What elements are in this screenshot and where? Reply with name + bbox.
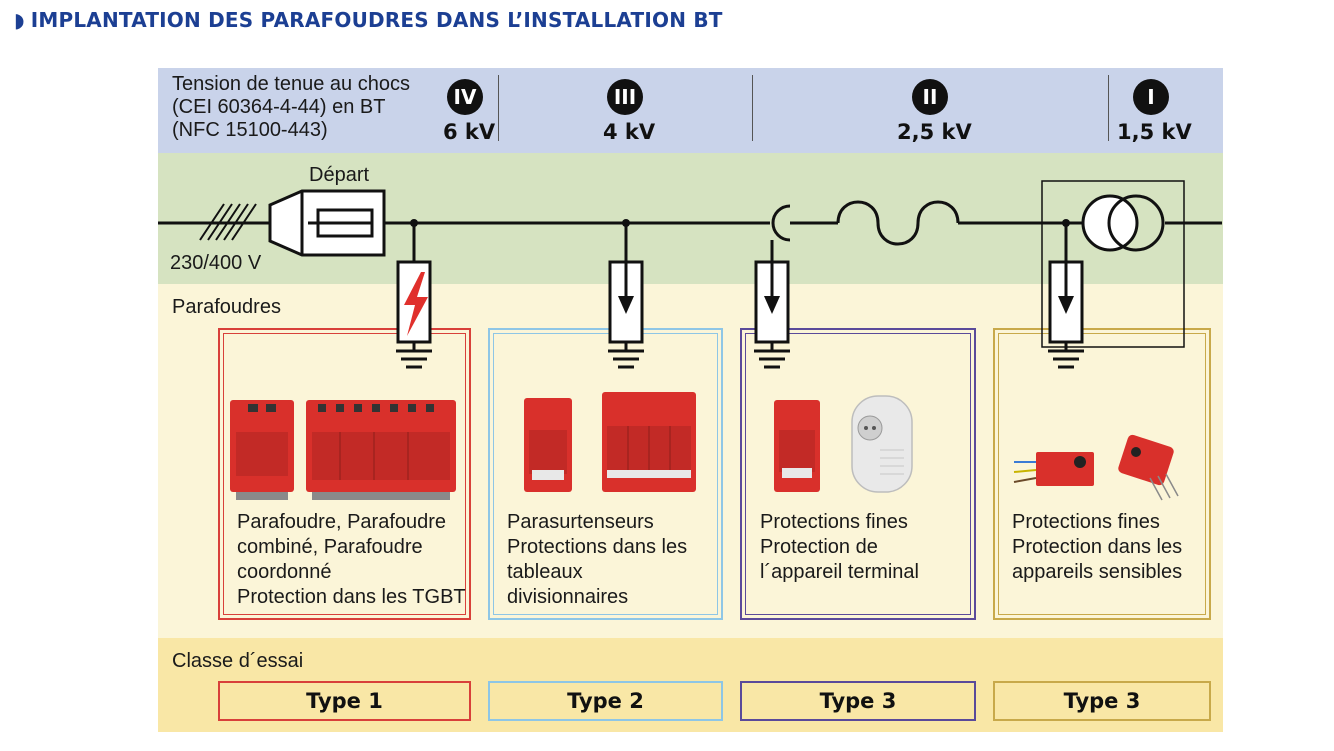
title-text: IMPLANTATION DES PARAFOUDRES DANS L’INST… xyxy=(30,8,723,32)
parafoudres-label: Parafoudres xyxy=(172,296,281,318)
network-voltage-label: 230/400 V xyxy=(170,252,262,274)
box2-line-3: tableaux xyxy=(507,561,583,583)
type-box-1: Type 1 xyxy=(218,681,471,721)
type-box-2: Type 2 xyxy=(488,681,723,721)
category-i-badge: I xyxy=(1133,79,1169,115)
category-ii-kv: 2,5 kV xyxy=(897,120,972,144)
product-box-type1 xyxy=(218,328,471,620)
voltage-label-line-1: Tension de tenue au chocs xyxy=(172,73,410,95)
socket-icon xyxy=(771,204,791,242)
box4-line-1: Protections fines xyxy=(1012,511,1160,533)
box2-line-2: Protections dans les xyxy=(507,536,688,558)
surge-protector-1pole-image xyxy=(230,400,294,500)
box4-line-2: Protection dans les xyxy=(1012,536,1183,558)
box2-line-1: Parasurtenseurs xyxy=(507,511,654,533)
title-marker-icon: ◗ xyxy=(14,8,25,32)
voltage-label-line-2: (CEI 60364-4-44) en BT xyxy=(172,96,386,118)
type-box-3: Type 3 xyxy=(740,681,976,721)
surge-protector-fine-module-image xyxy=(1013,452,1094,486)
surge-protector-type3-module-image xyxy=(774,400,820,492)
box1-line-2: combiné, Parafoudre xyxy=(237,536,423,558)
surge-protector-type2-4pole-image xyxy=(602,392,696,492)
box3-line-1: Protections fines xyxy=(760,511,908,533)
box2-line-4: divisionnaires xyxy=(507,586,629,608)
voltage-label-line-3: (NFC 15100-443) xyxy=(172,119,328,141)
surge-arrester-icon xyxy=(754,240,790,369)
category-iii-badge: III xyxy=(607,79,643,115)
box4-line-3: appareils sensibles xyxy=(1012,561,1183,583)
category-i-kv: 1,5 kV xyxy=(1117,120,1192,144)
fuse-icon xyxy=(308,208,374,238)
depart-label: Départ xyxy=(309,164,370,186)
surge-arrester-icon xyxy=(1048,223,1084,369)
inductor-icon xyxy=(836,200,960,246)
box1-line-3: coordonné xyxy=(237,561,332,583)
surge-protector-pcb-module-image xyxy=(1118,434,1179,501)
category-separator xyxy=(498,75,499,141)
surge-protector-4pole-image xyxy=(306,400,456,500)
surge-protector-plug-image xyxy=(851,395,913,493)
category-ii-badge: II xyxy=(912,79,948,115)
product-box-type2 xyxy=(488,328,723,620)
type-box-4: Type 3 xyxy=(993,681,1211,721)
voltage-band xyxy=(158,68,1223,153)
category-separator xyxy=(752,75,753,141)
surge-protector-type2-1pole-image xyxy=(524,398,572,492)
box1-line-4: Protection dans les TGBT xyxy=(237,586,466,608)
surge-arrester-icon xyxy=(608,223,644,369)
surge-arrester-lightning-icon xyxy=(396,223,432,369)
category-iii-kv: 4 kV xyxy=(603,120,656,144)
product-box-type3-terminal xyxy=(740,328,976,620)
page-title: ◗IMPLANTATION DES PARAFOUDRES DANS L’INS… xyxy=(14,8,723,32)
box3-line-3: l´appareil terminal xyxy=(760,561,919,583)
network-hatch-icon xyxy=(199,203,257,241)
box1-line-1: Parafoudre, Parafoudre xyxy=(237,511,447,533)
category-iv-badge: IV xyxy=(447,79,483,115)
category-iv-kv: 6 kV xyxy=(443,120,496,144)
box3-line-2: Protection de xyxy=(760,536,878,558)
category-separator xyxy=(1108,75,1109,141)
transformer-icon xyxy=(1041,180,1185,348)
classe-label: Classe d´essai xyxy=(172,650,304,672)
product-box-type3-sensitive xyxy=(993,328,1211,620)
